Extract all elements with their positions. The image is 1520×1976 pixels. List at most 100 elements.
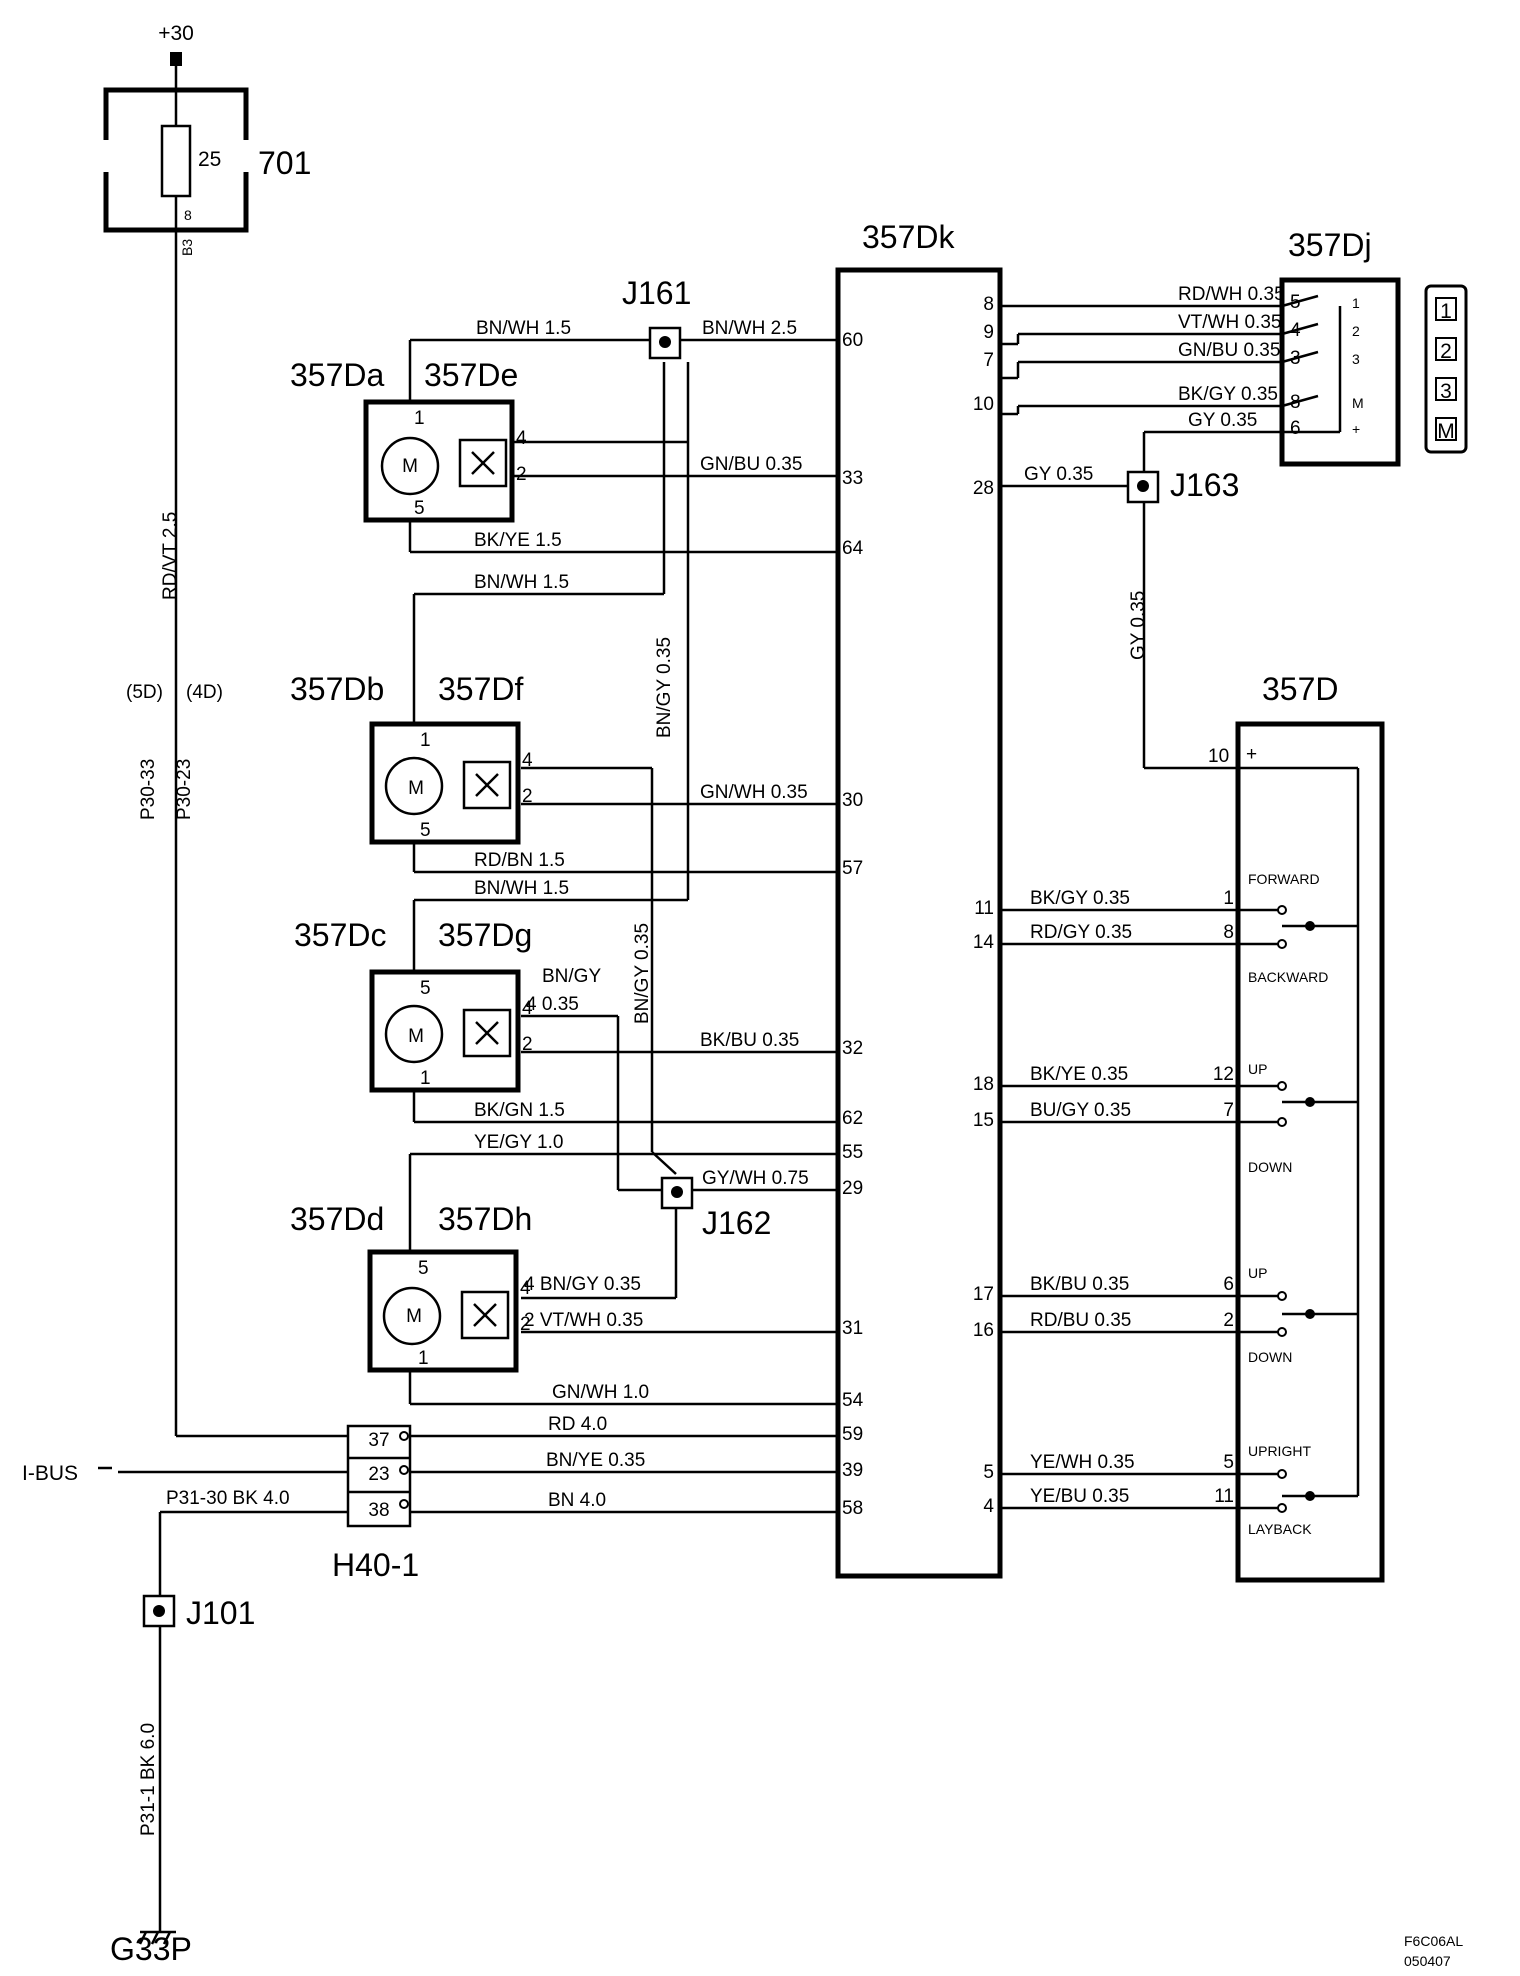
keypad-key-box <box>1435 337 1457 361</box>
dk-pin: 54 <box>842 1390 864 1411</box>
drawing-code: F6C06AL <box>1404 1933 1463 1949</box>
keypad-key: 1 <box>1440 300 1452 323</box>
motor-pin: 4 <box>516 428 527 449</box>
motor-357Dc-357Dg <box>369 969 521 1093</box>
sensor-id: 357Dh <box>438 1201 532 1237</box>
keypad-key-box <box>1435 297 1457 321</box>
wire-label: GN/WH 0.35 <box>700 782 808 803</box>
dk-pin: 16 <box>973 1320 994 1341</box>
switch-pivot <box>1305 921 1315 931</box>
fuse-pin: 8 <box>184 207 192 223</box>
motor-pin: 1 <box>420 730 431 751</box>
connector-contact <box>399 1465 409 1475</box>
wire-label: GY/WH 0.75 <box>702 1168 809 1189</box>
split-label: (5D) <box>126 682 163 703</box>
wire-label: BK/BU 0.35 <box>1030 1274 1129 1295</box>
wire-label: BN/WH 2.5 <box>702 318 797 339</box>
wire-label: GN/BU 0.35 <box>1178 340 1280 361</box>
d-pin: 10 <box>1208 746 1229 767</box>
dj-pin: 3 <box>1290 348 1301 369</box>
dk-pin: 31 <box>842 1318 863 1339</box>
motor-pin: 5 <box>418 1258 429 1279</box>
dj-contact: M <box>1352 395 1364 411</box>
dk-pin: 18 <box>973 1074 994 1095</box>
motor-357Da-357De <box>363 399 515 523</box>
wire-label: BK/BU 0.35 <box>700 1030 799 1051</box>
motor-symbol-text: M <box>408 778 424 799</box>
wire-label-vertical: RD/VT 2.5 <box>160 512 181 600</box>
wire-label: BN 4.0 <box>548 1490 606 1511</box>
dk-pin: 28 <box>973 478 994 499</box>
motor-symbol <box>380 436 440 496</box>
dk-pin: 39 <box>842 1460 863 1481</box>
d-pin: 12 <box>1213 1064 1234 1085</box>
dk-pin: 30 <box>842 790 863 811</box>
dk-pin: 15 <box>973 1110 994 1131</box>
connector-pin: 23 <box>368 1464 389 1485</box>
switch-pivot <box>1305 1097 1315 1107</box>
switch-357D <box>1235 721 1385 1583</box>
wire-label-vertical: BN/GY 0.35 <box>654 637 675 738</box>
wire-label-vertical: BN/GY 0.35 <box>632 923 653 1024</box>
dj-pin: 6 <box>1290 418 1301 439</box>
wire-label: BK/YE 0.35 <box>1030 1064 1128 1085</box>
motor-pin: 2 <box>516 464 527 485</box>
motor-id: 357Db <box>290 671 384 707</box>
wire-label: BU/GY 0.35 <box>1030 1100 1131 1121</box>
wire-label: BN/YE 0.35 <box>546 1450 645 1471</box>
dk-pin: 64 <box>842 538 864 559</box>
split-label: (4D) <box>186 682 223 703</box>
switch-contact <box>1277 1327 1287 1337</box>
module-title: 357Dk <box>862 219 956 255</box>
dk-pin: 60 <box>842 330 863 351</box>
wire-label: RD/GY 0.35 <box>1030 922 1132 943</box>
motor-357Dd-357Dh <box>367 1249 519 1373</box>
switch-357Dj <box>1279 277 1401 467</box>
dk-pin: 14 <box>973 932 995 953</box>
wire-label: VT/WH 0.35 <box>1178 312 1281 333</box>
wire-label: BK/GY 0.35 <box>1178 384 1278 405</box>
ibus-label: I-BUS <box>22 1462 78 1485</box>
wire-label: BK/GY 0.35 <box>1030 888 1130 909</box>
motor-pin: 4 <box>520 1278 531 1299</box>
wire-label: YE/BU 0.35 <box>1030 1486 1129 1507</box>
motor-357Db-357Df <box>369 721 521 845</box>
connector-label: P30-23 <box>174 759 195 820</box>
wire-label: BN/WH 1.5 <box>476 318 571 339</box>
wire-label: YE/WH 0.35 <box>1030 1452 1135 1473</box>
connector-H40-1 <box>346 1424 412 1528</box>
supply-label: +30 <box>158 22 194 45</box>
direction-label: FORWARD <box>1248 871 1320 887</box>
dk-pin: 9 <box>983 322 994 343</box>
wire-label: YE/GY 1.0 <box>474 1132 563 1153</box>
wire-label: GN/WH 1.0 <box>552 1382 649 1403</box>
module-357Dk <box>835 267 1003 1579</box>
d-pin: 8 <box>1223 922 1234 943</box>
motor-id: 357Da <box>290 357 385 393</box>
d-pin: 2 <box>1223 1310 1234 1331</box>
dk-pin: 29 <box>842 1178 863 1199</box>
dk-pin: 8 <box>983 294 994 315</box>
dk-pin: 57 <box>842 858 863 879</box>
motor-pin: 2 <box>522 1034 533 1055</box>
drawing-date: 050407 <box>1404 1953 1451 1969</box>
wire-label: 2 VT/WH 0.35 <box>524 1310 643 1331</box>
fuse-box-701 <box>101 52 251 233</box>
dk-pin: 4 <box>983 1496 994 1517</box>
motor-pin: 1 <box>420 1068 431 1089</box>
d-pin: 6 <box>1223 1274 1234 1295</box>
dk-pin: 5 <box>983 1462 994 1483</box>
fuse-slot: B3 <box>179 239 195 256</box>
wire-label: RD/BU 0.35 <box>1030 1310 1131 1331</box>
junction-label: J162 <box>702 1205 771 1241</box>
connector-pin: 37 <box>368 1430 389 1451</box>
motor-pin: 4 <box>522 750 533 771</box>
dk-pin: 7 <box>983 350 994 371</box>
wire-label: BK/GN 1.5 <box>474 1100 565 1121</box>
dk-pin: 62 <box>842 1108 863 1129</box>
wire-label: 4 0.35 <box>526 994 579 1015</box>
wire-label: 4 BN/GY 0.35 <box>524 1274 641 1295</box>
wire-label: GN/BU 0.35 <box>700 454 802 475</box>
